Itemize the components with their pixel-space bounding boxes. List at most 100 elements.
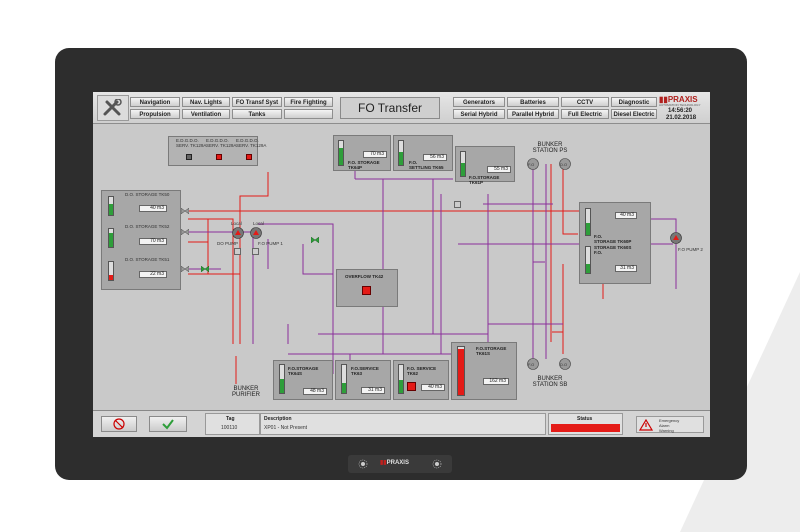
nav-diesel-electric-button[interactable]: Diesel Electric	[611, 109, 657, 119]
do-tk52-value: 70 m3	[139, 238, 167, 245]
tools-icon	[103, 99, 122, 116]
tag-header: Tag	[226, 416, 235, 422]
edgdo-3-label: E.D.G.D.O.SERV. TK129A	[236, 138, 267, 148]
nav-parallel-hybrid-button[interactable]: Parallel Hybrid	[507, 109, 559, 119]
fo-tk64s-tank[interactable]	[279, 364, 285, 394]
do-tk50-value: 40 m3	[139, 205, 167, 212]
fo-pump-2-icon[interactable]	[670, 232, 682, 244]
filter-box[interactable]	[234, 248, 241, 255]
do-tk50-tank[interactable]	[108, 196, 114, 216]
fo-tk60p-label: F.O.STORAGE TK60P	[594, 234, 632, 244]
tag-value: 100110	[221, 425, 238, 431]
valve-icon[interactable]	[181, 208, 189, 214]
valve-icon[interactable]	[181, 266, 189, 272]
fo-tk64p-value: 70 m3	[363, 151, 387, 158]
mute-alarm-icon	[113, 418, 125, 430]
nav-cctv-button[interactable]: CCTV	[561, 97, 609, 107]
fo-pump-1-icon[interactable]	[250, 227, 262, 239]
valve-open-icon[interactable]	[201, 266, 209, 272]
edgdo-3-indicator[interactable]	[246, 154, 252, 160]
piping-lines	[188, 164, 677, 384]
device-brand: ▮▮PRAXIS	[380, 460, 409, 466]
fo-tk63-tank[interactable]	[341, 364, 347, 394]
nav-full-electric-button[interactable]: Full Electric	[561, 109, 609, 119]
fo-tk60p-tank[interactable]	[585, 208, 591, 236]
status-indicator	[551, 424, 620, 432]
device-control-bar: ▮▮PRAXIS	[348, 455, 452, 473]
mute-button[interactable]	[101, 416, 137, 432]
edgdo-1-label: E.D.G.D.O.SERV. TK129A	[176, 138, 207, 148]
fo-tk60s-tank[interactable]	[585, 246, 591, 274]
fo-pump-2-label: F.O PUMP 2	[678, 247, 703, 252]
nav-diagnostic-button[interactable]: Diagnostic	[611, 97, 657, 107]
description-value: XP01 - Not Present	[264, 425, 308, 431]
tag-box: Tag 100110	[205, 413, 260, 435]
filter-box[interactable]	[252, 248, 259, 255]
nav-batteries-button[interactable]: Batteries	[507, 97, 559, 107]
filter-box[interactable]	[454, 201, 461, 208]
acknowledge-button[interactable]	[149, 416, 187, 432]
overflow-tk42-alarm[interactable]	[362, 286, 371, 295]
bunker-ps-do-icon[interactable]	[559, 158, 571, 170]
fo-transfer-diagram: E.D.G.D.O.SERV. TK129A E.D.G.D.O.SERV. T…	[93, 124, 710, 410]
fo-tk62-value: 40 m3	[421, 384, 445, 391]
hmi-screen: Navigation Nav. Lights FO Transf Syst Fi…	[93, 92, 710, 437]
alarm-legend-button[interactable]: Emergency Alarm Warning	[636, 416, 704, 433]
bunker-ps-fo-text: F.O	[528, 162, 535, 167]
check-icon	[162, 419, 174, 430]
do-tk52-tank[interactable]	[108, 228, 114, 248]
fo-tk64s-value: 48 m3	[303, 388, 327, 395]
fo-tk61p-tank[interactable]	[460, 151, 466, 177]
status-header: Status	[577, 416, 593, 422]
bunker-sb-do-icon[interactable]	[559, 358, 571, 370]
brightness-down-icon[interactable]	[358, 459, 368, 469]
nav-serial-hybrid-button[interactable]: Serial Hybrid	[453, 109, 505, 119]
fo-tk65-tank[interactable]	[398, 140, 404, 166]
tools-button[interactable]	[97, 95, 129, 121]
nav-tanks-button[interactable]: Tanks	[232, 109, 282, 119]
nav-generators-button[interactable]: Generators	[453, 97, 505, 107]
edgdo-2-indicator[interactable]	[216, 154, 222, 160]
nav-fo-transfer-button[interactable]: FO Transf Syst	[232, 97, 282, 107]
bunker-sb-fo-text: F.O	[528, 362, 535, 367]
logo-subtitle: AUTOMATION TECHNOLOGY	[659, 103, 701, 107]
praxis-logo: ▮▮PRAXIS	[659, 95, 698, 104]
bunker-sb-do-text: D.O	[560, 362, 568, 367]
fo-tk60p-value: 40 m3	[615, 212, 637, 219]
alarm-bar: Tag 100110 Description XP01 - Not Presen…	[93, 410, 710, 437]
nav-navigation-button[interactable]: Navigation	[130, 97, 180, 107]
edgdo-1-indicator[interactable]	[186, 154, 192, 160]
valve-icon[interactable]	[181, 229, 189, 235]
bunker-ps-fo-icon[interactable]	[527, 158, 539, 170]
nav-ventilation-button[interactable]: Ventilation	[182, 109, 230, 119]
fo-tk60s-value: 31 m3	[615, 265, 637, 272]
fo-tk62-alarm[interactable]	[407, 382, 416, 391]
fo-tk61s-tank[interactable]	[457, 346, 465, 396]
nav-lights-button[interactable]: Nav. Lights	[182, 97, 230, 107]
do-tk51-tank[interactable]	[108, 261, 114, 281]
nav-empty-button[interactable]	[284, 109, 333, 119]
valve-open-icon[interactable]	[311, 237, 319, 243]
fo-tk62-tank[interactable]	[398, 364, 404, 394]
do-tk52-label: D.O. STORAGE TK52	[125, 224, 170, 229]
legend-emergency: Emergency	[659, 418, 680, 423]
fo-tk63-value: 31 m3	[361, 387, 385, 394]
do-pump-icon[interactable]	[232, 227, 244, 239]
brightness-up-icon[interactable]	[432, 459, 442, 469]
top-navigation-bar: Navigation Nav. Lights FO Transf Syst Fi…	[93, 92, 710, 124]
status-box: Status	[548, 413, 623, 435]
nav-propulsion-button[interactable]: Propulsion	[130, 109, 180, 119]
fo-pump-local-label: Local	[253, 221, 264, 226]
nav-fire-fighting-button[interactable]: Fire Fighting	[284, 97, 333, 107]
legend-alarm: Alarm	[659, 423, 670, 428]
bunker-sb-fo-icon[interactable]	[527, 358, 539, 370]
fo-tk64p-tank[interactable]	[338, 140, 344, 166]
edgdo-2-label: E.D.G.D.O.SERV. TK129A	[206, 138, 237, 148]
